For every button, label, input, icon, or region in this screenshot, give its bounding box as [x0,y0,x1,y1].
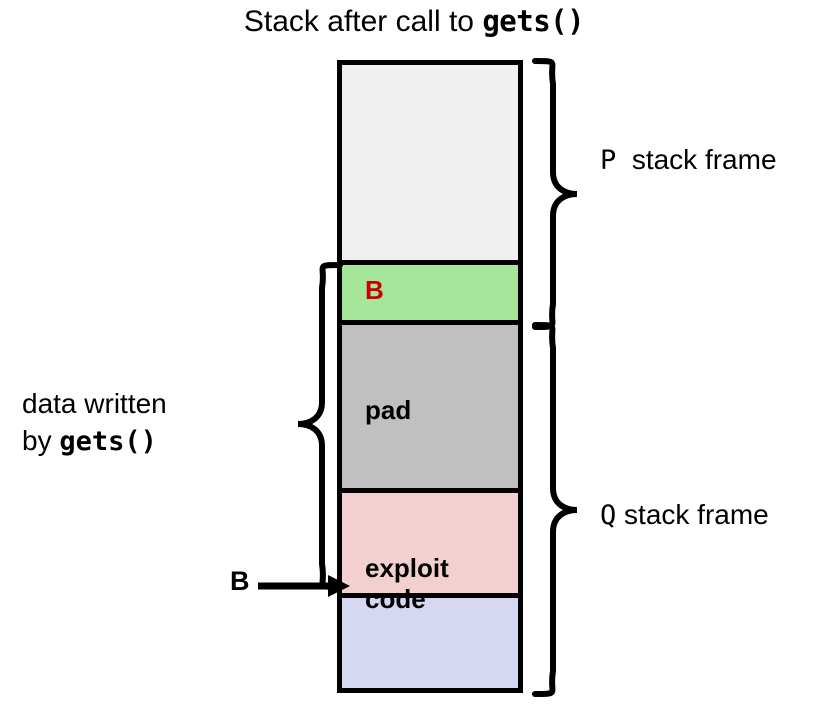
page-title: Stack after call to gets() [0,4,828,39]
title-prefix: Stack after call to [243,5,483,38]
arrow-to-buffer-icon [258,575,350,597]
stack-label-return-address: B [365,275,384,305]
stack-diagram: B pad exploit code [337,60,523,693]
data-written-line2-prefix: by [22,424,60,456]
stack-cell-return-address [342,260,518,325]
stack-label-pad: pad [365,395,412,425]
data-written-line1: data written [22,388,167,419]
brace-q-stack-frame [532,322,578,697]
stack-cell-buffer [342,593,518,688]
q-frame-text: stack frame [616,499,769,530]
data-written-code-gets: gets() [59,425,157,457]
label-q-stack-frame: Q stack frame [600,499,769,531]
label-buffer-pointer-b: B [230,566,250,596]
label-p-stack-frame: P stack frame [600,144,777,176]
stack-cell-exploit-code [342,488,518,593]
stack-cell-p-frame-top [342,65,518,260]
brace-p-stack-frame [532,58,578,330]
stack-cell-pad [342,325,518,488]
q-symbol: Q [600,500,617,531]
stack-label-exploit-code: exploit code [365,553,449,614]
p-frame-text: stack frame [616,144,777,175]
p-symbol: P [600,145,617,176]
title-code-gets: gets() [482,4,585,38]
label-data-written-by-gets: data written by gets() [22,386,167,460]
brace-data-written [297,262,343,590]
